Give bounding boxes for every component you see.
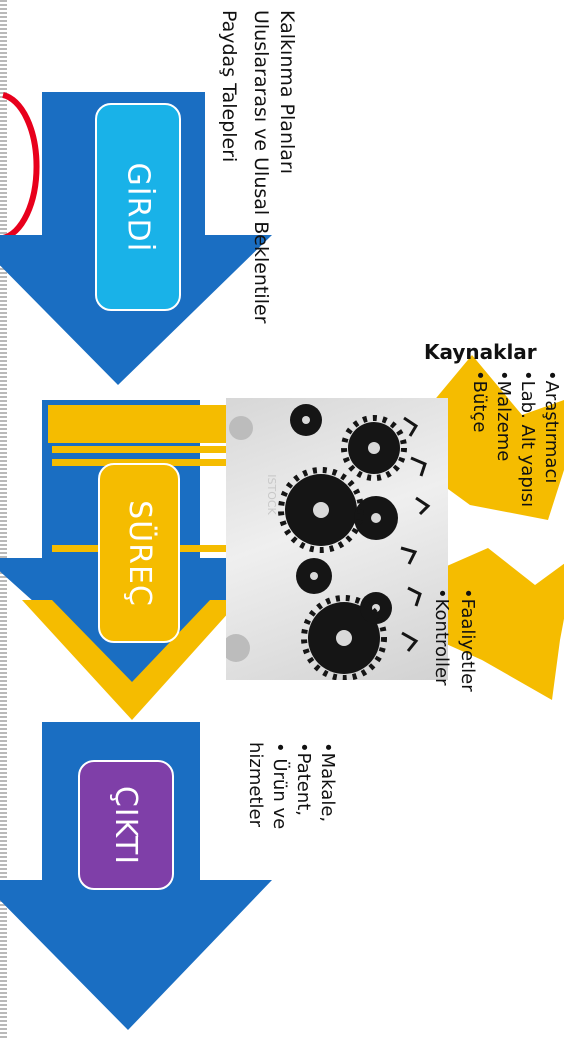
gears-people-photo: ISTOCK bbox=[226, 398, 448, 680]
kaynaklar-item-1: •Araştırmacı bbox=[541, 370, 562, 484]
girdi-line-3: Paydaş Talepleri bbox=[218, 10, 240, 163]
cikti-line-3: • Ürün ve bbox=[269, 742, 290, 830]
girdi-line-2: Uluslararası ve Ulusal Beklentiler bbox=[250, 10, 272, 324]
surec-stripe-1 bbox=[52, 446, 238, 453]
cikti-box: ÇIKTI bbox=[78, 760, 174, 890]
faaliyetler-item-1: •Faaliyetler bbox=[457, 588, 478, 692]
cikti-line-1: •Makale, bbox=[317, 742, 338, 823]
surec-banner bbox=[48, 405, 238, 443]
red-circle-mark bbox=[2, 92, 40, 241]
surec-box: SÜREÇ bbox=[98, 463, 180, 643]
kaynaklar-title: Kaynaklar bbox=[424, 340, 537, 364]
faaliyetler-item-2: •Kontroller bbox=[431, 588, 452, 686]
girdi-label: GİRDİ bbox=[120, 162, 156, 252]
girdi-box: GİRDİ bbox=[95, 103, 181, 311]
cikti-line-2: •Patent, bbox=[293, 742, 314, 817]
girdi-line-1: Kalkınma Planları bbox=[276, 10, 298, 174]
watermark-text: ISTOCK bbox=[264, 474, 278, 515]
surec-label: SÜREÇ bbox=[121, 499, 157, 607]
page-border bbox=[0, 0, 7, 1038]
people-icon bbox=[400, 416, 431, 652]
cikti-label: ÇIKTI bbox=[108, 785, 144, 865]
kaynaklar-item-4: •Bütçe bbox=[469, 370, 490, 433]
kaynaklar-item-3: •Malzeme bbox=[493, 370, 514, 462]
cikti-line-4: hizmetler bbox=[245, 742, 266, 827]
kaynaklar-callout bbox=[422, 355, 564, 520]
kaynaklar-item-2: •Lab. Alt yapısı bbox=[517, 370, 538, 508]
surec-stripe-2 bbox=[52, 459, 238, 466]
gear-icon bbox=[226, 404, 431, 680]
faaliyetler-callout bbox=[415, 548, 564, 700]
